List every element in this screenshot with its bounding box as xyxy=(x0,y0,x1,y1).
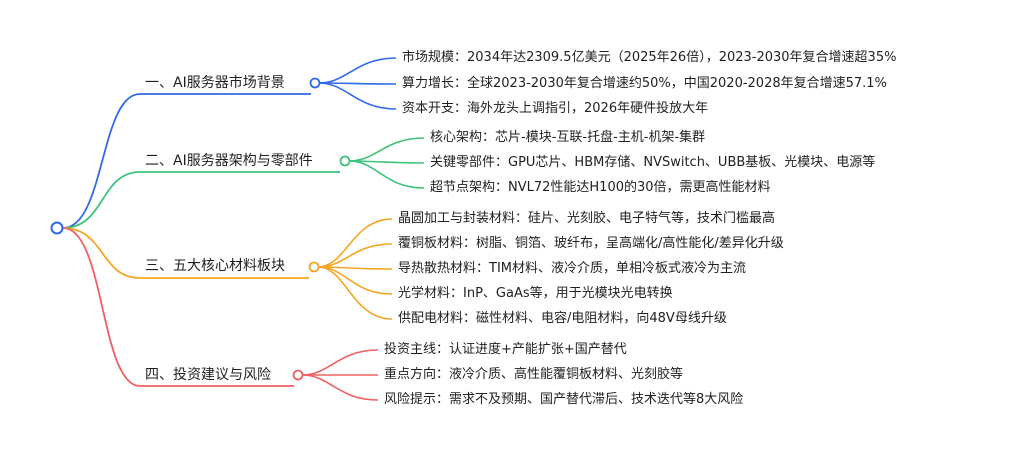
leaf-compute-growth[interactable]: 算力增长：全球2023-2030年复合增速约50%，中国2020-2028年复合… xyxy=(402,76,887,91)
connector-lines xyxy=(62,57,425,401)
leaf-connector-materials-5 xyxy=(317,266,393,320)
leaf-connector-architecture-3 xyxy=(348,160,425,189)
leaf-connector-materials-4 xyxy=(317,266,393,295)
leaf-connector-investment-1 xyxy=(301,349,379,376)
leaf-key-components[interactable]: 关键零部件：GPU芯片、HBM存储、NVSwitch、UBB基板、光模块、电源等 xyxy=(430,155,876,170)
branch-label-market[interactable]: 一、AI服务器市场背景 xyxy=(145,75,285,91)
branch-node-materials xyxy=(308,261,320,273)
branch-connector-materials xyxy=(62,227,309,279)
leaf-connector-investment-3 xyxy=(301,374,379,401)
leaf-optical-materials[interactable]: 光学材料：InP、GaAs等，用于光模块光电转换 xyxy=(398,286,673,301)
branch-connector-architecture xyxy=(62,171,340,229)
branch-label-architecture[interactable]: 二、AI服务器架构与零部件 xyxy=(145,153,313,169)
leaf-thermal-materials[interactable]: 导热散热材料：TIM材料、液冷介质，单相冷板式液冷为主流 xyxy=(398,261,746,276)
branch-node-architecture xyxy=(339,155,351,167)
node-circles xyxy=(50,77,351,381)
branch-node-investment xyxy=(292,369,304,381)
leaf-connector-materials-1 xyxy=(317,218,393,268)
leaf-wafer-packaging[interactable]: 晶圆加工与封装材料：硅片、光刻胶、电子特气等，技术门槛最高 xyxy=(398,211,776,226)
branch-label-investment[interactable]: 四、投资建议与风险 xyxy=(145,367,271,383)
leaf-power-materials[interactable]: 供配电材料：磁性材料、电容/电阻材料，向48V母线升级 xyxy=(398,311,727,326)
leaf-supernode[interactable]: 超节点架构：NVL72性能达H100的30倍，需更高性能材料 xyxy=(430,180,771,195)
branch-connector-market xyxy=(62,93,311,229)
branch-node-market xyxy=(309,77,321,89)
branch-connector-investment xyxy=(62,227,294,387)
leaf-market-size[interactable]: 市场规模：2034年达2309.5亿美元（2025年26倍），2023-2030… xyxy=(402,50,897,65)
leaf-ccl-materials[interactable]: 覆铜板材料：树脂、铜箔、玻纤布，呈高端化/高性能化/差异化升级 xyxy=(398,236,784,251)
leaf-connector-market-3 xyxy=(318,82,397,110)
leaf-investment-mainline[interactable]: 投资主线：认证进度+产能扩张+国产替代 xyxy=(384,342,627,357)
leaf-connector-market-1 xyxy=(318,57,397,84)
branch-label-materials[interactable]: 三、五大核心材料板块 xyxy=(145,258,285,274)
root-node-circle xyxy=(50,221,64,235)
leaf-capex[interactable]: 资本开支：海外龙头上调指引，2026年硬件投放大年 xyxy=(402,101,709,116)
leaf-connector-architecture-1 xyxy=(348,137,425,162)
leaf-key-directions[interactable]: 重点方向：液冷介质、高性能覆铜板材料、光刻胶等 xyxy=(384,367,684,382)
leaf-core-architecture[interactable]: 核心架构：芯片-模块-互联-托盘-主机-机架-集群 xyxy=(430,130,706,145)
leaf-risk-warning[interactable]: 风险提示：需求不及预期、国产替代滞后、技术迭代等8大风险 xyxy=(384,392,744,407)
